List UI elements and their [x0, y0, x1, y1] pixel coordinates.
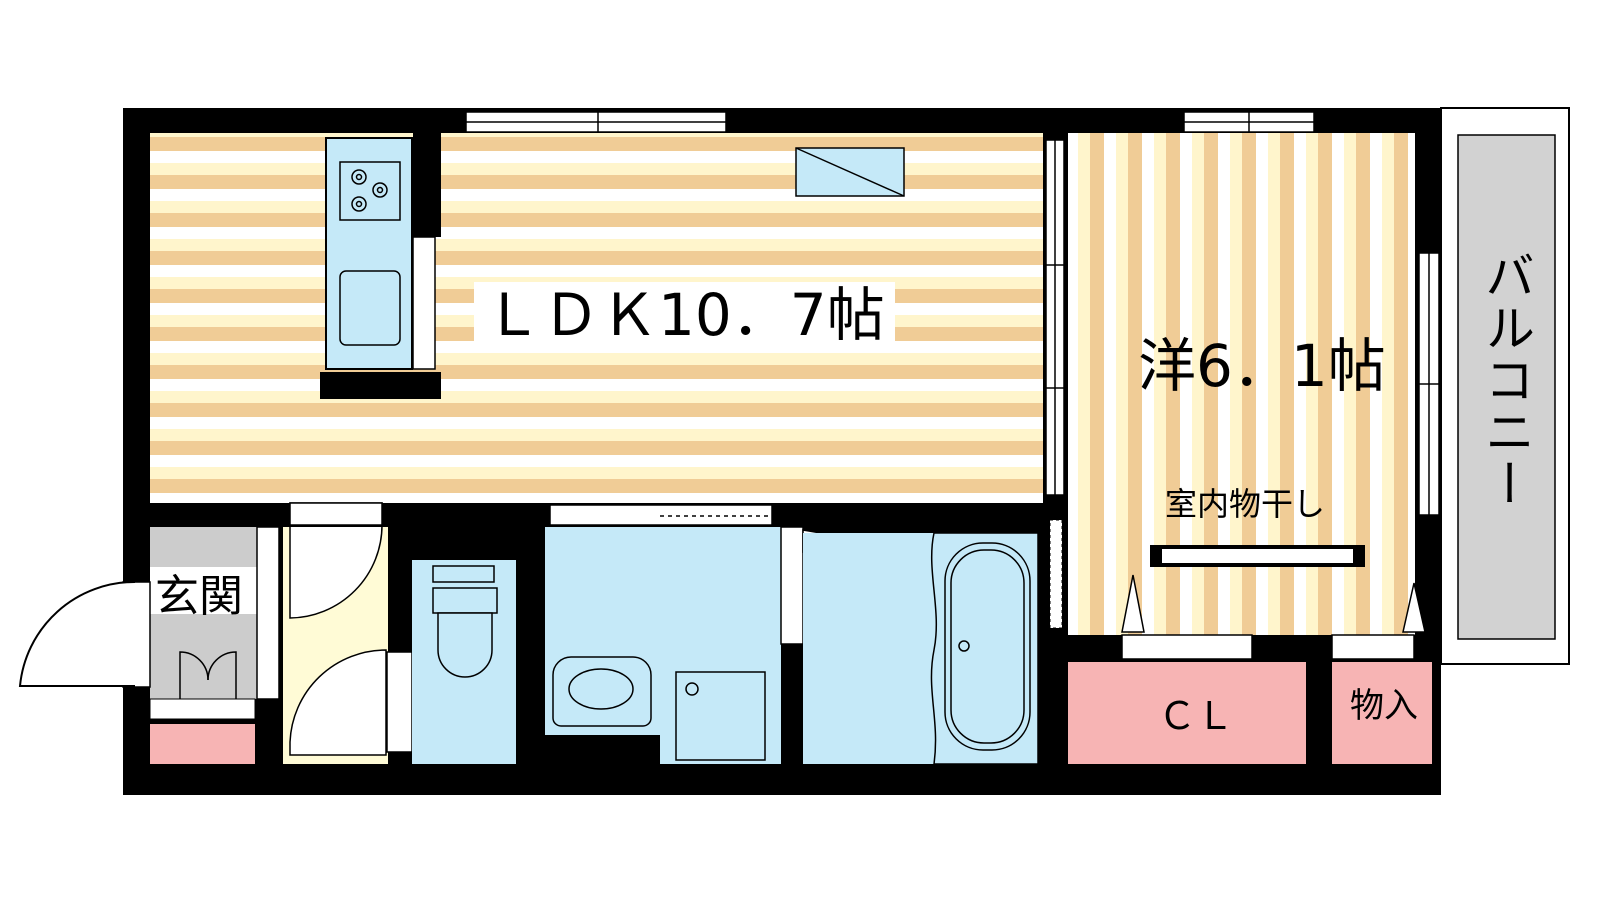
kitchen-bottom-wall [320, 372, 441, 399]
shoe-cabinet-doors [179, 651, 237, 699]
western-room-label: 洋6．1帖 [1138, 332, 1386, 400]
shoe-box-top [149, 698, 256, 720]
sliding-door-ldk [1045, 139, 1065, 496]
burner-icons [351, 169, 388, 212]
closet-door [1121, 634, 1253, 660]
washroom-wall-stub [545, 735, 660, 764]
entrance-label: 玄関 [155, 571, 243, 622]
shoe-box [150, 724, 255, 764]
stove [339, 161, 401, 221]
storage-door-marker [1402, 582, 1426, 633]
kitchen-wall-top [413, 133, 441, 237]
entrance-door-swing [18, 580, 136, 687]
closet-floor [1068, 662, 1306, 764]
window-balcony [1418, 252, 1440, 516]
storage-floor [1332, 662, 1432, 764]
drying-label: 室内物干し [1165, 485, 1326, 523]
kitchen-sink [339, 270, 401, 346]
window-western [1183, 111, 1315, 133]
entrance-label-bg [150, 567, 257, 614]
hall-door-swing-top [289, 524, 383, 619]
toilet-fixture [432, 565, 498, 678]
closet-label: ＣＬ [1158, 694, 1235, 738]
bath-door-frame [780, 526, 804, 645]
storage-label: 物入 [1350, 686, 1418, 726]
hall-door-frame-left [256, 526, 280, 700]
balcony-label: バルコニー [1477, 250, 1535, 510]
balcony-floor [1457, 134, 1556, 640]
kitchen-counter-side [412, 236, 436, 370]
entrance-floor-lower [150, 614, 257, 699]
toilet-door-frame [386, 651, 413, 753]
storage-door [1331, 634, 1415, 660]
window-ldk [465, 111, 727, 133]
hall-door-swing-bottom [289, 649, 387, 756]
entrance-floor-upper [150, 527, 257, 567]
ldk-label: ＬＤＫ10．7帖 [474, 282, 895, 348]
bathtub-inner [950, 549, 1025, 744]
closet-door-marker-left [1121, 574, 1145, 633]
